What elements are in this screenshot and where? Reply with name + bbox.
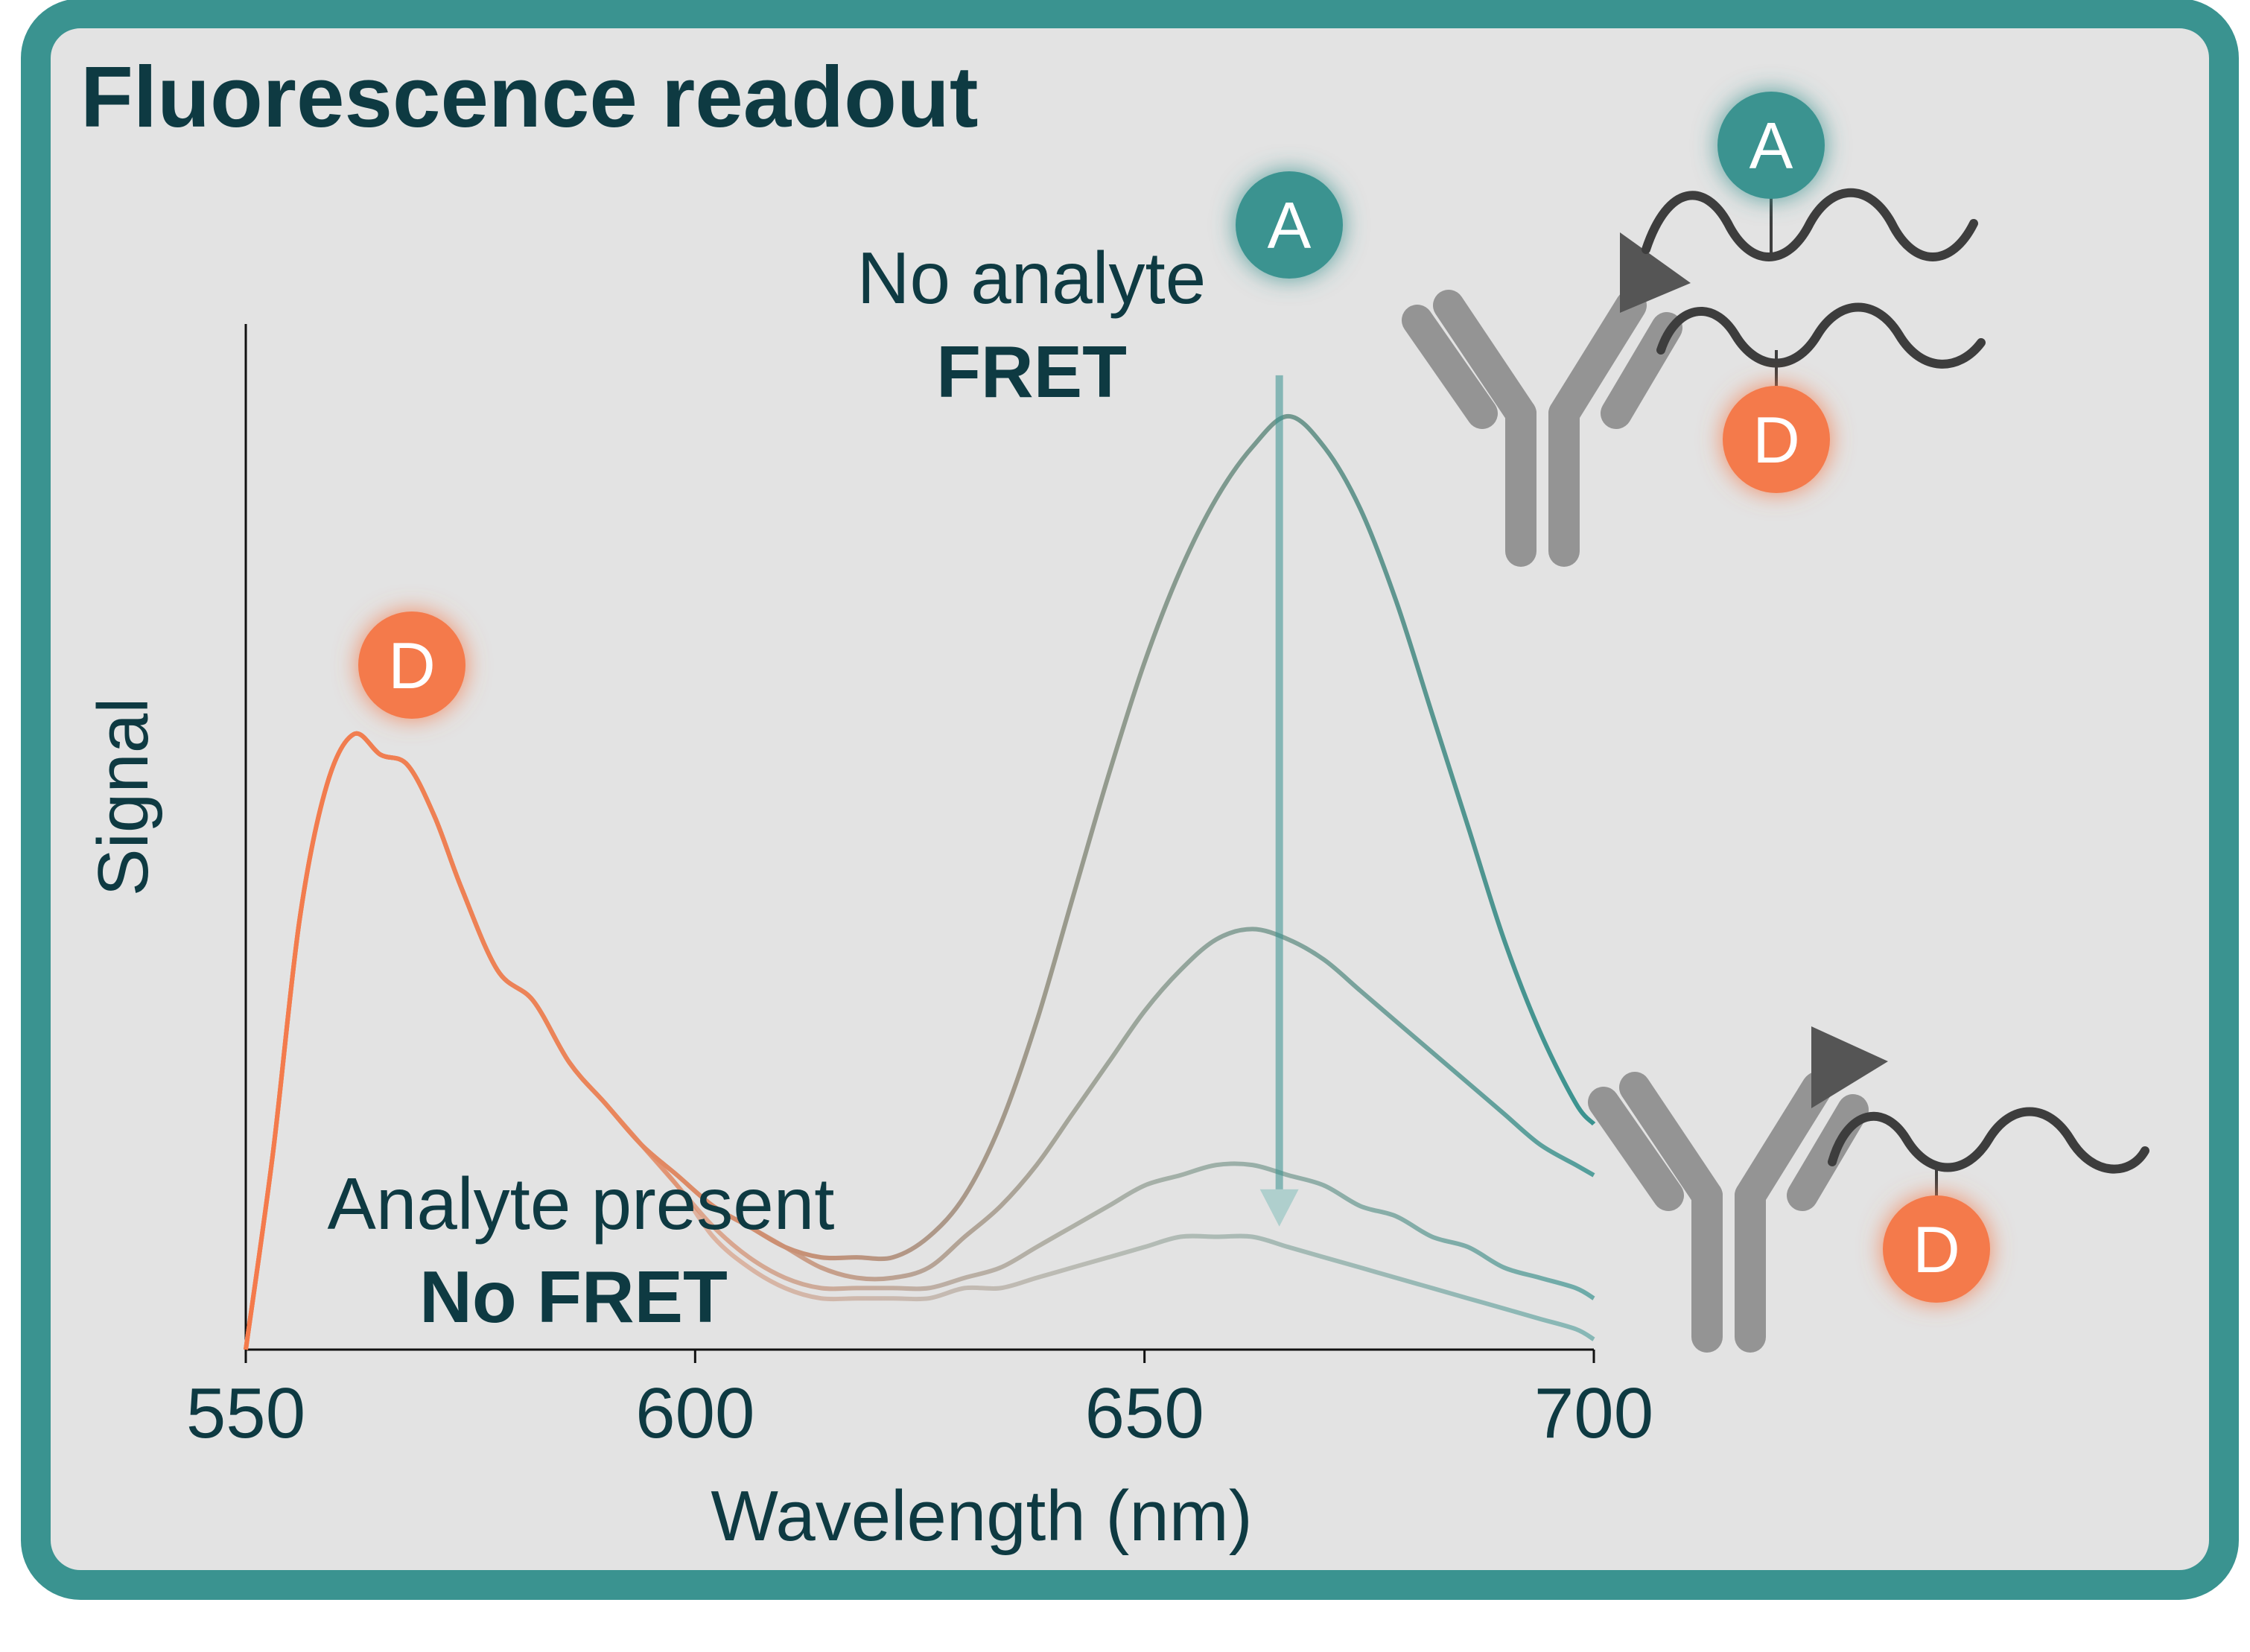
donor-peak-badge-letter: D [388, 629, 436, 702]
x-axis-title: Wavelength (nm) [711, 1476, 1252, 1556]
acceptor-probe-wave-icon [1642, 188, 1978, 261]
arrow-head [1259, 1189, 1299, 1227]
acceptor-probe-badge-letter: A [1750, 109, 1793, 182]
spectrum-line-4 [244, 731, 1595, 1350]
spectra-series [244, 413, 1596, 1350]
x-tick-label-600: 600 [635, 1373, 754, 1453]
x-tick-label-700: 700 [1534, 1373, 1653, 1453]
acceptor-probe-badge: A [1717, 92, 1825, 199]
antigen-triangle-icon [1620, 232, 1691, 313]
donor-probe-badge-lower-letter: D [1913, 1213, 1960, 1286]
acceptor-peak-badge: A [1236, 171, 1343, 279]
donor-probe-badge-lower: D [1883, 1195, 1990, 1303]
antibody-icon [1402, 290, 1682, 567]
donor-probe-wave-icon-lower [1828, 1107, 2149, 1174]
donor-probe-badge-letter: D [1752, 403, 1800, 477]
x-tick-label-650: 650 [1085, 1373, 1204, 1453]
antibody-icon-lower [1588, 1072, 1869, 1353]
no-fret-label: No FRET [419, 1256, 728, 1338]
antigen-triangle-icon-lower [1811, 1026, 1888, 1108]
antibody-nofret-illustration: D [1588, 1026, 2149, 1353]
acceptor-peak-badge-letter: A [1268, 188, 1312, 262]
donor-probe-wave-icon [1656, 302, 1986, 369]
fret-label: FRET [936, 331, 1127, 413]
antibody-fret-illustration: A D [1402, 92, 1986, 567]
donor-probe-badge: D [1723, 386, 1830, 493]
x-tick-label-550: 550 [186, 1373, 305, 1453]
no-analyte-label: No analyte [857, 237, 1207, 319]
y-axis-title: Signal [83, 698, 163, 897]
panel-title: Fluorescence readout [80, 48, 978, 145]
analyte-present-label: Analyte present [328, 1163, 835, 1245]
signal-decrease-arrow [1259, 375, 1299, 1227]
donor-peak-badge: D [358, 611, 465, 719]
x-axis-ticks: 550 600 650 700 [186, 1350, 1653, 1453]
